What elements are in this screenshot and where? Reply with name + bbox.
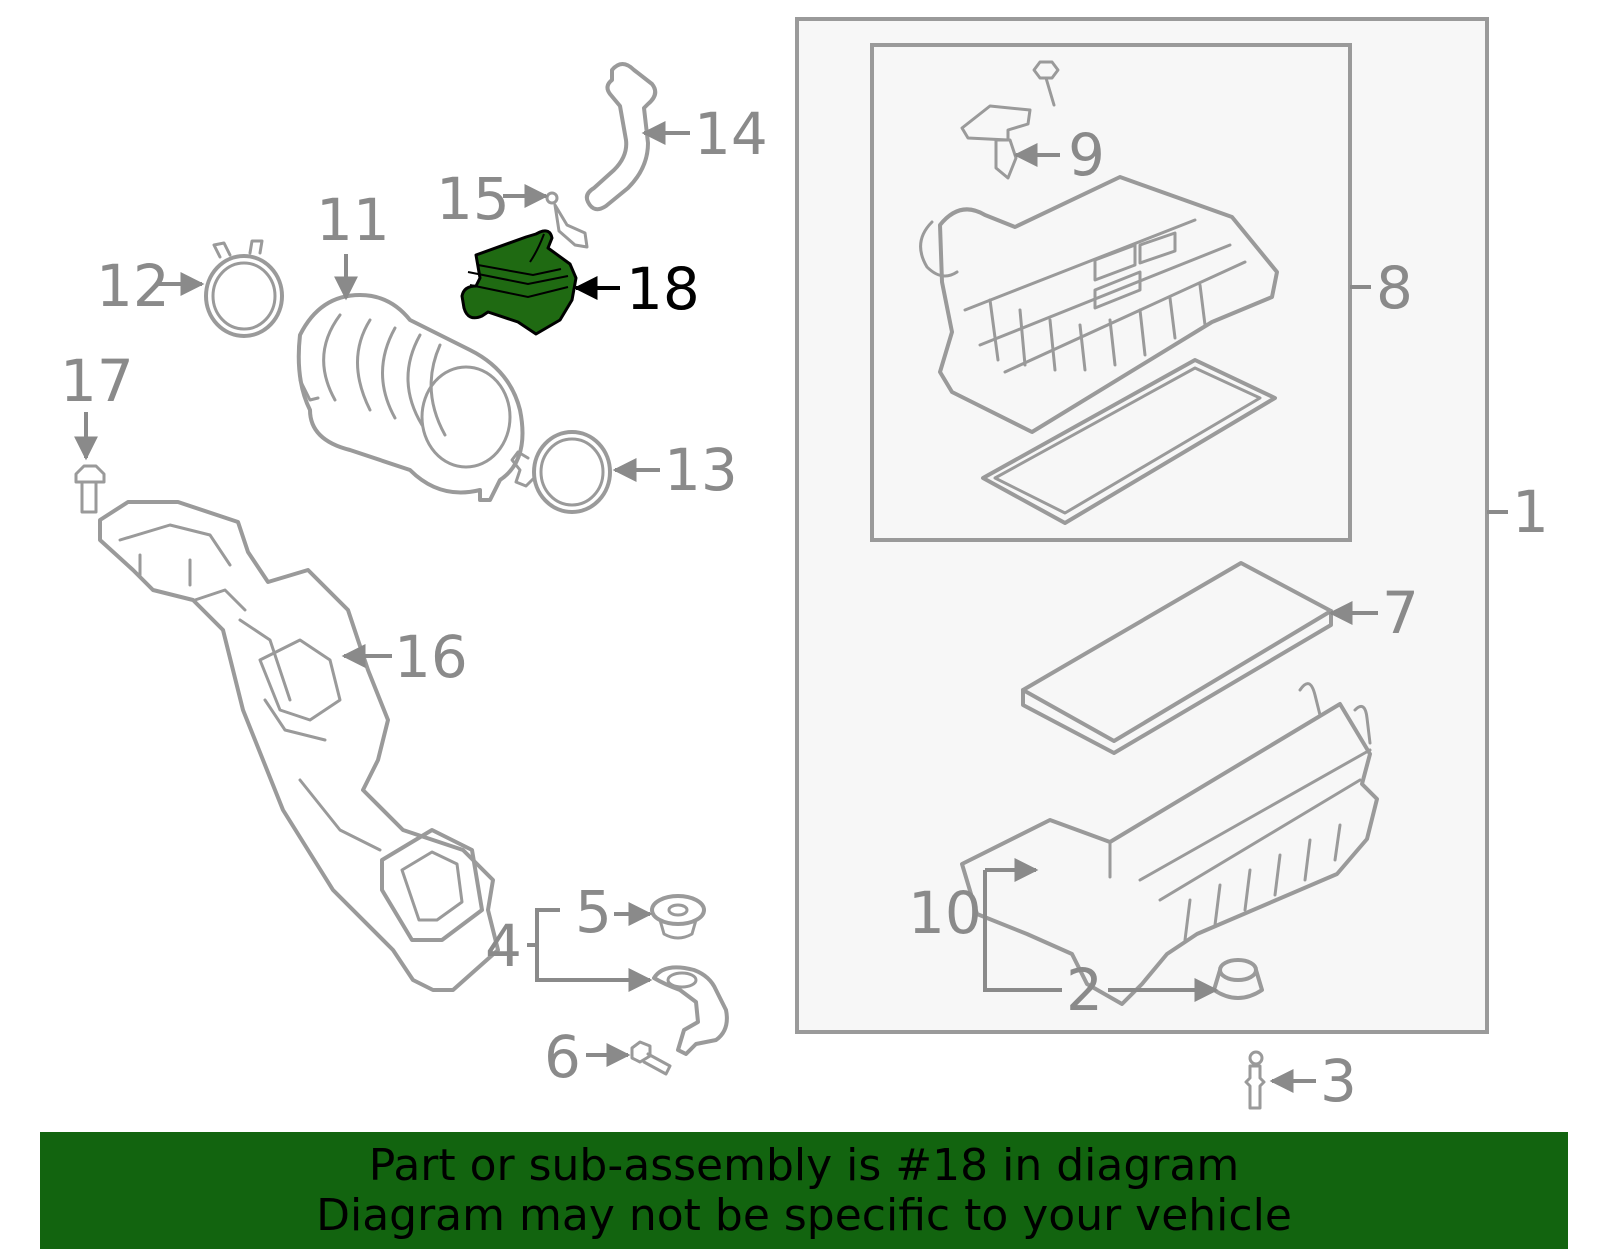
callout-5: 5: [575, 878, 612, 946]
callout-12: 12: [96, 252, 170, 320]
callout-10: 10: [908, 879, 982, 947]
part-8-filter: [981, 358, 1277, 525]
banner-line-2: Diagram may not be specific to your vehi…: [316, 1189, 1292, 1241]
callout-8: 8: [1376, 254, 1413, 322]
part-5-grommet: [650, 894, 706, 940]
info-banner: Part or sub-assembly is #18 in diagram D…: [40, 1132, 1568, 1249]
callout-11: 11: [316, 186, 390, 254]
banner-line-1: Part or sub-assembly is #18 in diagram: [368, 1139, 1240, 1191]
part-11-intake-hose: [296, 293, 525, 502]
callout-6: 6: [544, 1023, 581, 1091]
part-16-air-duct: [98, 500, 500, 992]
callout-17: 17: [60, 347, 134, 415]
callout-14: 14: [694, 100, 768, 168]
part-18-resonator: [460, 229, 578, 336]
part-6-bolt: [630, 1040, 672, 1076]
part-3-bolt: [1244, 1050, 1266, 1110]
part-14-hose: [584, 62, 658, 212]
callout-7: 7: [1382, 579, 1419, 647]
callout-3: 3: [1320, 1047, 1357, 1115]
part-9-sensor: [960, 60, 1060, 180]
part-8-upper-housing: [919, 175, 1279, 434]
part-13-clamp: [510, 430, 612, 514]
callout-9: 9: [1068, 121, 1105, 189]
callout-4: 4: [485, 912, 522, 980]
part-17-bolt: [74, 464, 106, 514]
part-10-lower-housing: [960, 682, 1379, 1006]
callout-13: 13: [664, 436, 738, 504]
part-12-clamp: [204, 239, 284, 338]
callout-18: 18: [626, 255, 700, 323]
part-4-bracket: [652, 965, 729, 1056]
callout-2: 2: [1066, 956, 1103, 1024]
callout-16: 16: [394, 623, 468, 691]
callout-15: 15: [436, 165, 510, 233]
callout-1: 1: [1512, 478, 1549, 546]
